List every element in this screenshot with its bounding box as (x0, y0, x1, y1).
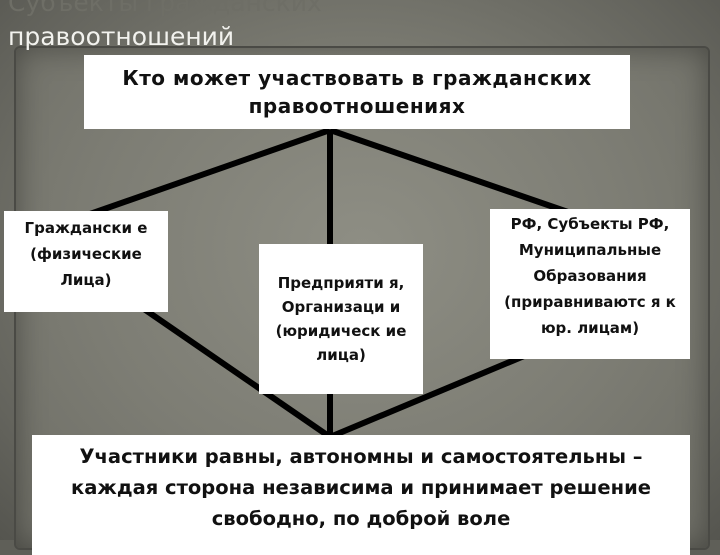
individuals-box: Граждански е (физические Лица) (4, 211, 168, 312)
individuals-text: Граждански е (физические Лица) (24, 219, 148, 289)
slide-title-line-1: Субъекты гражданских (8, 0, 322, 17)
public-entities-text: РФ, Субъекты РФ, Муниципальные Образован… (504, 215, 676, 337)
question-text: Кто может участвовать в гражданских прав… (122, 66, 592, 118)
connector-right-to-bottom (328, 343, 550, 440)
legal-entities-text: Предприяти я, Организаци и (юридическ ие… (275, 274, 407, 364)
connector-left-to-bottom (126, 295, 332, 440)
principle-box: Участники равны, автономны и самостоятел… (32, 435, 690, 555)
connector-top-to-right (329, 127, 569, 215)
slide-title-line-2: правоотношений (8, 22, 235, 51)
legal-entities-box: Предприяти я, Организаци и (юридическ ие… (259, 244, 423, 394)
public-entities-box: РФ, Субъекты РФ, Муниципальные Образован… (490, 209, 690, 359)
connector-top-to-left (89, 127, 331, 217)
question-box: Кто может участвовать в гражданских прав… (84, 55, 630, 129)
principle-text: Участники равны, автономны и самостоятел… (71, 445, 651, 530)
slide-title: Субъекты гражданских правоотношений (8, 0, 608, 54)
